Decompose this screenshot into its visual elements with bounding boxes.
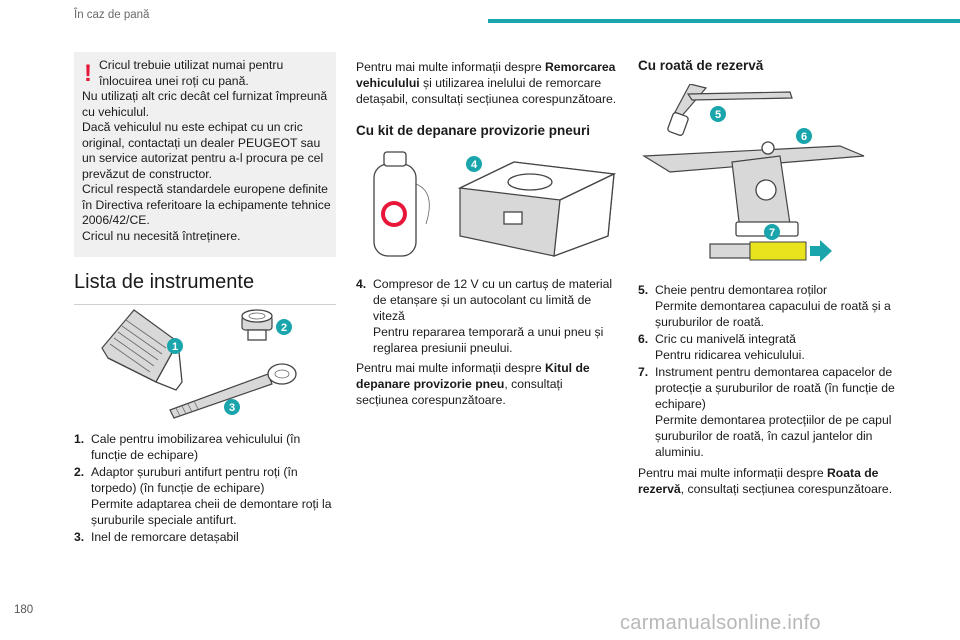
svg-text:3: 3 [229,402,235,414]
spare-note: Pentru mai multe informații despre Roata… [638,466,893,496]
svg-text:6: 6 [801,131,807,143]
callout-badge-2: 2 [276,319,292,335]
sealant-cartridge-drawing [373,151,430,257]
svg-text:2: 2 [281,322,287,334]
warning-line: Cricul nu necesită întreținere. [82,228,241,243]
kit-note: Pentru mai multe informații despre Kitul… [356,361,590,407]
list-item: 6. Cric cu manivelă integrată Pentru rid… [638,332,805,362]
svg-text:5: 5 [715,109,721,121]
wheel-brace-drawing [667,84,793,136]
list-item: 4. Compresor de 12 V cu un cartuș de mat… [356,277,613,355]
svg-text:7: 7 [769,227,775,239]
kit-list: 4. Compresor de 12 V cu un cartuș de mat… [356,276,618,357]
anti-theft-adapter-drawing [241,309,273,341]
towing-eye-drawing [169,363,297,419]
repair-kit-illustration: 4 [373,151,617,257]
tools-title-divider [74,304,336,305]
header-accent-bar [488,19,960,23]
callout-badge-6: 6 [796,128,812,144]
callout-badge-1: 1 [167,338,183,354]
page-number: 180 [14,604,34,616]
warning-line: Nu utilizați alt cric decât cel furnizat… [82,89,328,119]
towing-note: Pentru mai multe informații despre Remor… [356,60,617,106]
list-item: 2. Adaptor șuruburi antifurt pentru roți… [74,465,332,527]
watermark: carmanualsonline.info [620,612,821,634]
callout-badge-4: 4 [466,156,482,172]
warning-line: Dacă vehiculul nu este echipat cu un cri… [82,120,324,181]
tools-illustration: 1 2 3 [101,309,297,419]
warning-line: Cricul trebuie utilizat numai pentru [99,58,284,72]
list-item: 1. Cale pentru imobilizarea vehiculului … [74,432,301,462]
spare-title: Cu roată de rezervă [638,58,764,73]
svg-text:4: 4 [471,159,478,171]
warning-line: Cricul respectă standardele europene def… [82,182,331,227]
tools-title: Lista de instrumente [74,271,255,293]
list-item: 3. Inel de remorcare detașabil [74,530,239,544]
warning-box: ! Cricul trebuie utilizat numai pentru î… [74,52,336,257]
warning-text: Cricul trebuie utilizat numai pentru înl… [82,58,332,244]
wheel-chock-drawing [101,309,183,391]
list-item: 5. Cheie pentru demontarea roților Permi… [638,283,891,329]
warning-icon: ! [84,60,92,87]
cap-removal-tool-drawing [709,240,832,262]
callout-badge-3: 3 [224,399,240,415]
callout-badge-5: 5 [710,106,726,122]
section-header: În caz de pană [74,9,150,21]
svg-text:1: 1 [172,341,178,353]
tools-list: 1. Cale pentru imobilizarea vehiculului … [74,431,336,546]
list-item: 7. Instrument pentru demontarea capacelo… [638,365,895,459]
compressor-drawing [457,161,617,257]
warning-line: înlocuirea unei roți cu pană. [99,73,249,88]
jack-drawing [642,141,865,237]
kit-title: Cu kit de depanare provizorie pneuri [356,123,591,138]
callout-badge-7: 7 [764,224,780,240]
spare-wheel-tools-illustration: 5 6 7 [642,84,865,262]
spare-list: 5. Cheie pentru demontarea roților Permi… [638,282,900,461]
